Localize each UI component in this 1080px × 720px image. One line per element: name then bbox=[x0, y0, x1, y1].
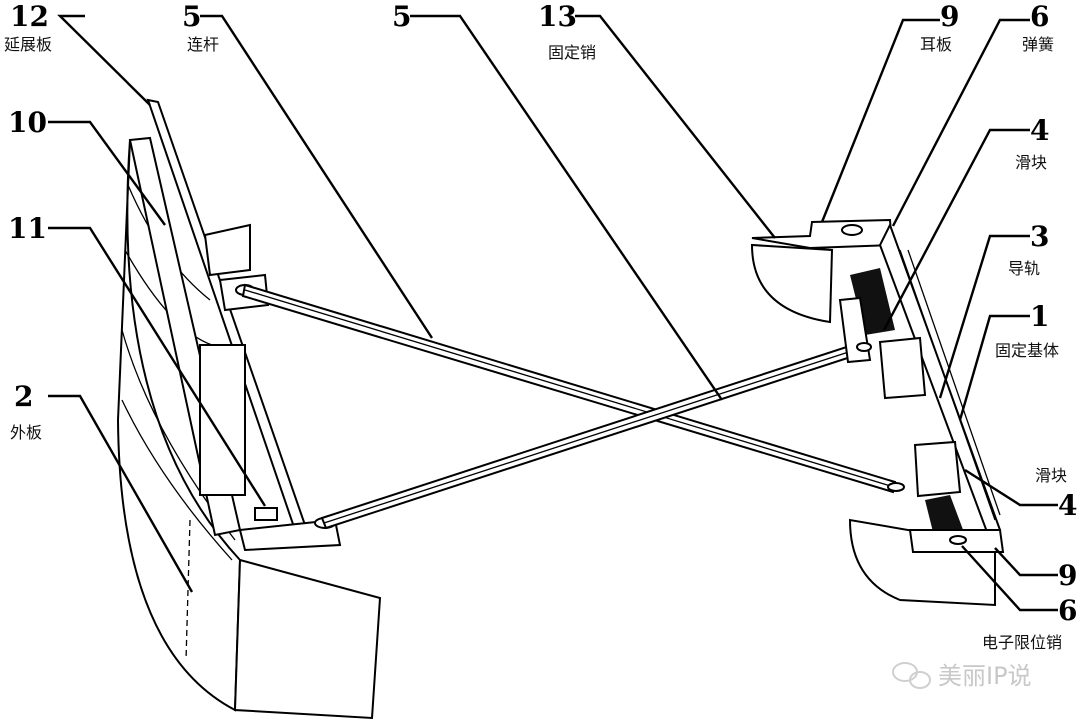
label-9a-number: 9 bbox=[940, 0, 959, 33]
label-2-number: 2 bbox=[14, 380, 33, 413]
label-4a-text: 滑块 bbox=[1015, 153, 1047, 172]
label-5b-number: 5 bbox=[392, 0, 411, 33]
label-1-text: 固定基体 bbox=[995, 341, 1059, 360]
label-4a-number: 4 bbox=[1030, 114, 1049, 147]
label-13-number: 13 bbox=[538, 0, 577, 33]
label-1-number: 1 bbox=[1030, 300, 1049, 333]
label-6b-text: 电子限位销 bbox=[982, 633, 1062, 652]
label-4b-number: 4 bbox=[1058, 489, 1077, 522]
label-6b-number: 6 bbox=[1058, 594, 1077, 627]
label-4b-text: 滑块 bbox=[1035, 466, 1067, 485]
label-2-text: 外板 bbox=[10, 423, 42, 442]
fixed-base bbox=[750, 218, 1005, 607]
watermark-text: 美丽IP说 bbox=[938, 662, 1032, 690]
label-6a-number: 6 bbox=[1030, 0, 1049, 33]
label-5a-text: 连杆 bbox=[187, 35, 219, 54]
label-13-text: 固定销 bbox=[548, 43, 596, 62]
label-9a-text: 耳板 bbox=[920, 35, 952, 54]
label-5a-number: 5 bbox=[182, 0, 201, 33]
watermark: 美丽IP说 bbox=[892, 662, 1032, 690]
label-3-number: 3 bbox=[1030, 220, 1049, 253]
label-3-text: 导轨 bbox=[1008, 259, 1040, 278]
label-6a-text: 弹簧 bbox=[1022, 35, 1054, 54]
label-11-number: 11 bbox=[8, 212, 47, 245]
wechat-icon bbox=[892, 662, 931, 689]
connecting-rods bbox=[241, 283, 897, 530]
label-12-text: 延展板 bbox=[4, 35, 52, 54]
leader-lines bbox=[48, 14, 1058, 612]
label-9b-number: 9 bbox=[1058, 559, 1077, 592]
label-12-number: 12 bbox=[10, 0, 49, 33]
label-10-number: 10 bbox=[8, 106, 47, 139]
